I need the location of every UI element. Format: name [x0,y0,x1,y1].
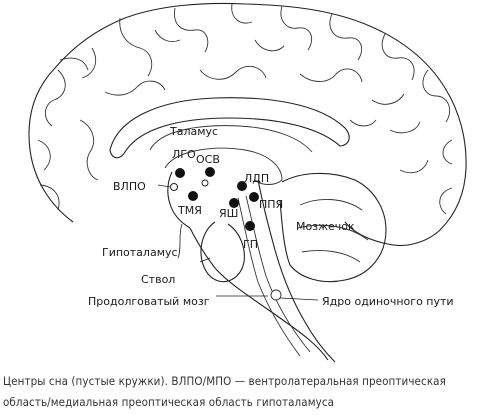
thalamus-label: Таламус [169,125,218,138]
hypothalamus-label: Гипоталамус [102,246,178,259]
cortical-folds [37,3,453,215]
hypothalamus-outline [167,171,191,229]
solitary-nucleus-label: Ядро одиночного пути [322,295,454,308]
solitary-nucleus-circle [270,289,282,301]
medulla-label: Продолговатый мозг [88,295,210,308]
yash-label: ЯШ [219,207,238,220]
open-circle-2 [201,179,209,187]
pons-bulge [200,221,245,283]
caption-line-1: Центры сна (пустые кружки). ВЛПО/МПО — в… [3,374,446,388]
gp-label: ГП [243,238,258,251]
cerebellum-folia [297,198,369,263]
ldp-label: ЛДП [244,172,269,185]
caption-line-2: область/медиальная преоптическая область… [3,395,335,409]
lgo-label: ЛГО [172,148,196,161]
lgo-dot [175,168,185,178]
vlpo-open-circle [170,183,178,191]
figure-caption: Центры сна (пустые кружки). ВЛПО/МПО — в… [3,371,483,413]
brainstem-outline-front [189,227,329,361]
thalamus-outline [164,147,283,185]
cerebellum-outline [279,172,387,283]
gp-dot [245,221,255,231]
brainstem-label: Ствол [141,273,175,286]
fornix-arc [149,125,313,153]
ppya-dot [249,192,259,202]
cerebrum-outline [28,2,467,247]
osv-label: ОСВ [196,153,220,166]
brain-sagittal-diagram: Таламус ЛГО ОСВ ВЛПО ЛДП ТМЯ ЯШ ППЯ ГП М… [28,2,467,363]
tmya-dot [188,191,198,201]
spinal-canal [237,197,301,357]
cerebellum-label: Мозжечок [296,220,355,233]
brainstem-outline-back [257,179,336,363]
leader-lines [157,184,319,301]
yash-dot [229,198,239,208]
ppya-label: ППЯ [259,198,283,211]
aqueduct [245,195,311,353]
ldp-dot [237,181,247,191]
tmya-label: ТМЯ [177,204,202,217]
vlpo-label: ВЛПО [113,180,146,193]
osv-dot [205,167,215,177]
corpus-callosum [109,97,350,159]
